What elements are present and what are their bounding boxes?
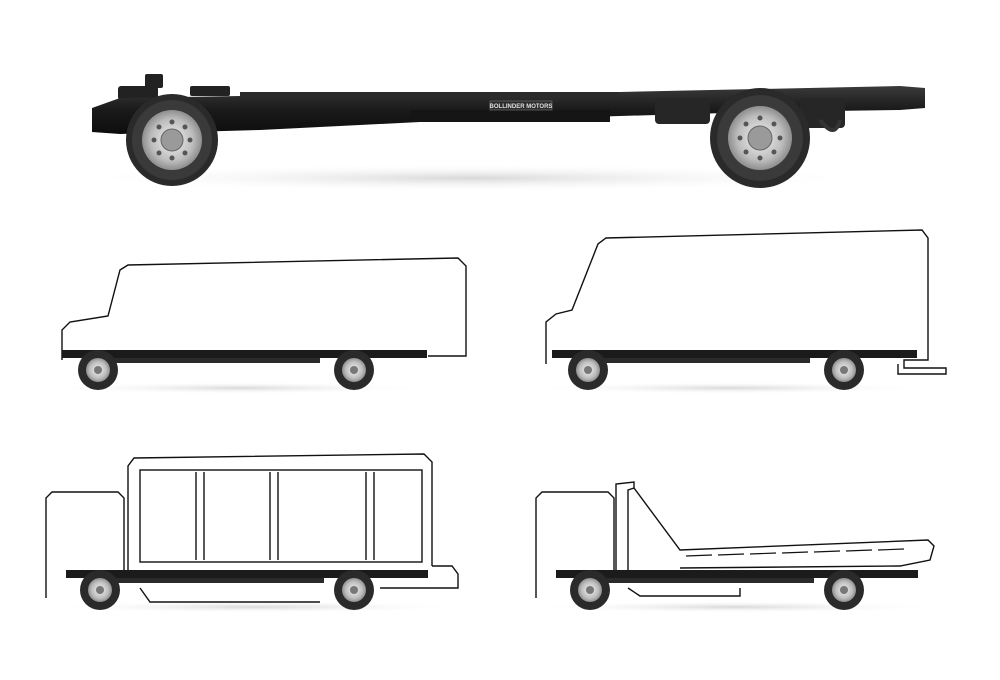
step-van-tall-chassis xyxy=(552,350,917,390)
step-van-standard-chassis xyxy=(62,350,427,390)
variant-flatbed xyxy=(525,481,945,613)
variant-box-truck xyxy=(45,453,465,613)
box-truck-outline xyxy=(45,453,459,603)
variant-step-van-standard xyxy=(50,257,467,394)
hero-front-wheel xyxy=(126,94,218,186)
frame-brand-text: BOLLINDER MOTORS xyxy=(490,104,553,110)
hero-chassis: BOLLINDER MOTORS xyxy=(70,74,925,192)
variant-step-van-tall xyxy=(530,229,947,394)
hero-rear-wheel xyxy=(710,88,810,188)
hero-frame-label: BOLLINDER MOTORS xyxy=(490,100,553,111)
step-van-standard-outline xyxy=(61,257,467,360)
rear-suspension xyxy=(655,98,845,132)
box-truck-chassis xyxy=(66,570,428,610)
front-suspension xyxy=(118,74,230,100)
step-van-tall-outline xyxy=(545,229,947,375)
flatbed-chassis xyxy=(556,570,918,610)
flatbed-outline xyxy=(535,481,935,598)
hero-shadow xyxy=(70,164,870,192)
